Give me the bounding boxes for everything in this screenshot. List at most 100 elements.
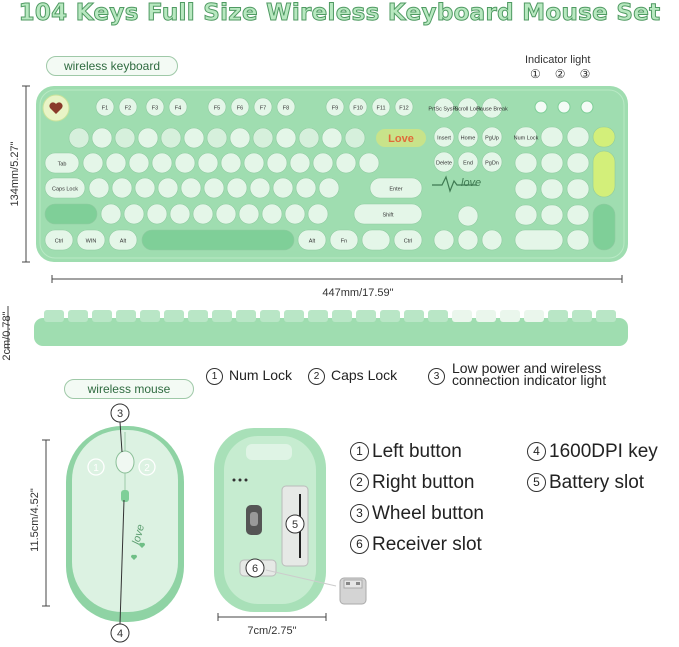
indicator-number-1: ① [530,67,542,81]
keyboard-key [226,177,248,199]
alt-key [297,229,327,251]
keyboard-key [266,152,288,174]
keyboard-key [128,152,150,174]
numpad-key [566,126,590,148]
keyboard-key [275,127,297,149]
function-key [348,97,368,117]
key-label: WIN [86,239,97,245]
keyboard-key [157,177,179,199]
key-label: F6 [237,106,243,112]
keyboard-key [307,203,329,225]
function-key [325,97,345,117]
function-key [394,97,414,117]
numpad-key [566,178,590,200]
side-key [476,310,496,322]
keyboard-key [192,203,214,225]
keyboard-key [111,177,133,199]
indicator-light-3 [580,100,594,114]
side-key [140,310,160,322]
keyboard-key [220,152,242,174]
sticker-text: Love [388,133,414,145]
keyboard-key [295,177,317,199]
key-label: Alt [309,239,316,245]
side-key [164,310,184,322]
indicator-light-2 [557,100,571,114]
function-key [276,97,296,117]
indicator-title: Indicator light [525,54,591,66]
callout-3: 3 [117,408,123,420]
keyboard-key [137,127,159,149]
keyboard-key [82,152,104,174]
win-key [76,229,106,251]
callout-5: 5 [292,519,298,531]
callout-4: 4 [117,628,123,640]
tab-key [44,152,80,174]
keyboard-key [272,177,294,199]
nav-key [481,97,503,119]
alt-key [108,229,138,251]
keyboard-key [249,177,271,199]
keyboard-key [318,177,340,199]
function-key [118,97,138,117]
keyboard-logo-text: love [461,177,481,189]
left-shift-key [44,203,98,225]
key-label: Home [461,136,476,142]
keyboard-key [169,203,191,225]
keyboard-key [180,177,202,199]
dpi-key [121,490,129,502]
keyboard-key [321,127,343,149]
key-label: F4 [175,106,181,112]
key-label: F12 [399,106,408,112]
key-label: Enter [389,187,402,193]
side-key [380,310,400,322]
key-label: F9 [332,106,338,112]
keyboard-key [229,127,251,149]
key-label: Ctrl [55,239,64,245]
key-label: Ctrl [404,239,413,245]
function-key [371,97,391,117]
keyboard-key [252,127,274,149]
function-key [95,97,115,117]
keyboard-key [151,152,173,174]
key-label: PgDn [485,161,499,167]
right-shift-key [353,203,423,225]
key-label: Insert [437,136,451,142]
numpad-key [514,204,538,226]
caps-lock-key [44,177,86,199]
side-key [548,310,568,322]
numpad-minus-key [592,126,616,148]
heartbeat-logo [432,175,477,193]
keyboard-key [174,152,196,174]
key-label: Caps Lock [52,187,78,193]
keyboard-key [284,203,306,225]
key-label: Fn [341,239,347,245]
keyboard-key [123,203,145,225]
heart-icon [49,102,63,114]
keyboard-key [358,152,380,174]
key-label: F8 [283,106,289,112]
keyboard-key [183,127,205,149]
keyboard-key [335,152,357,174]
keyboard-key [68,127,90,149]
side-key [452,310,472,322]
nav-key [433,126,455,148]
side-key [116,310,136,322]
indicator-number-3: ③ [579,67,592,81]
keyboard-key [105,152,127,174]
keyboard-key [160,127,182,149]
love-sticker [376,129,426,147]
side-key [212,310,232,322]
indicator-legend-3: 3 Low power and wireless connection indi… [428,361,648,387]
numpad-key [514,178,538,200]
indicator-light-1 [534,100,548,114]
side-key [356,310,376,322]
nav-key [457,97,479,119]
key-label: F1 [102,106,108,112]
side-key [596,310,616,322]
keyboard-thickness-dim: 2cm/0.78" [1,311,13,360]
numpad-plus-key [592,150,616,198]
